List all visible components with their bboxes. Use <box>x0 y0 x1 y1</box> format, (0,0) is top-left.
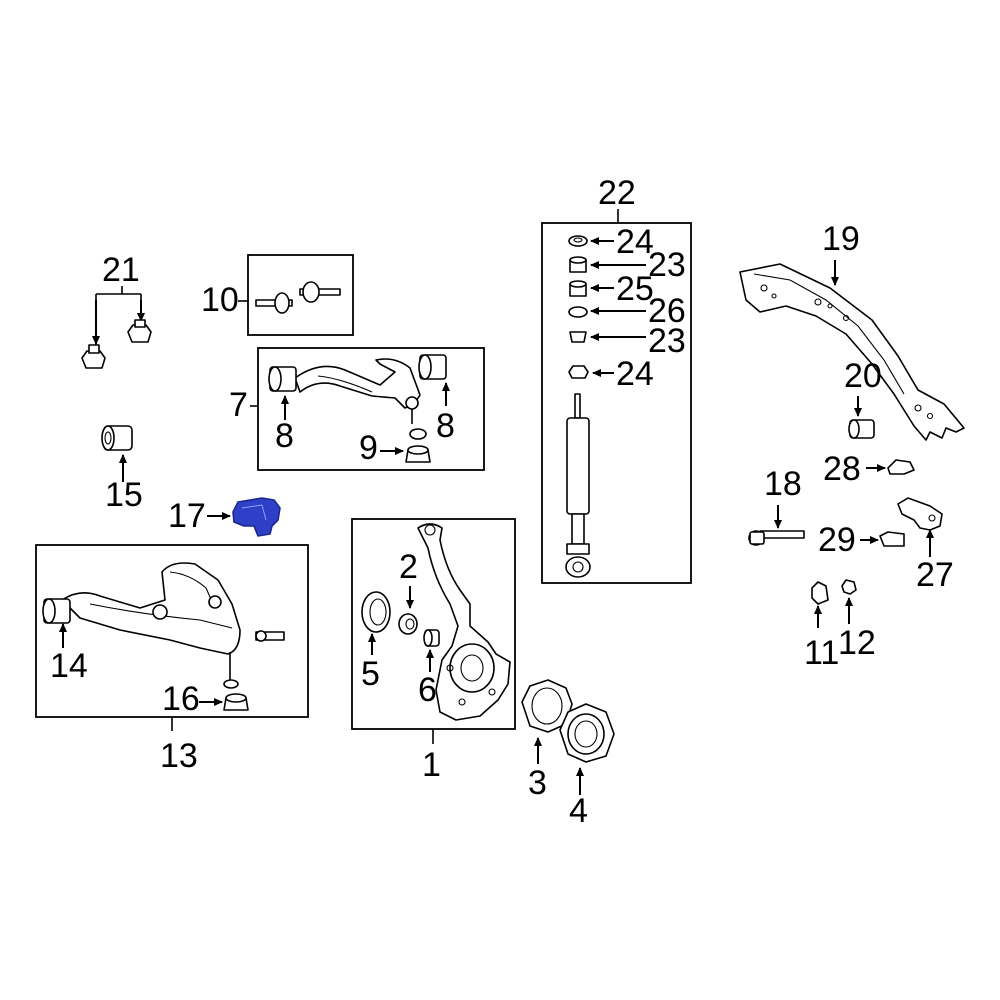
nut-icon[interactable] <box>811 581 829 605</box>
callout-21: 21 <box>102 251 140 289</box>
callout-24b: 24 <box>616 355 654 393</box>
frame-crossmember-icon[interactable] <box>739 263 965 441</box>
part-17-group: 17 <box>168 497 281 537</box>
part-27-group: 27 <box>897 497 954 594</box>
seal-icon[interactable] <box>361 591 391 633</box>
part-10-group: 10 <box>201 254 354 336</box>
part-13-group: 14 16 13 <box>35 544 309 775</box>
ball-joint-boot-icon[interactable] <box>223 693 249 711</box>
callout-14: 14 <box>50 647 88 685</box>
callout-1: 1 <box>422 746 441 784</box>
gasket-icon[interactable] <box>521 679 573 733</box>
callout-12: 12 <box>838 624 876 662</box>
part-18-group: 18 <box>748 465 805 546</box>
bushing-icon[interactable] <box>423 629 440 647</box>
dust-shield-icon[interactable] <box>559 703 615 763</box>
lower-control-arm-icon[interactable] <box>61 562 285 689</box>
shock-absorber-icon[interactable] <box>565 393 591 578</box>
callout-28: 28 <box>823 450 861 488</box>
nut-icon[interactable] <box>127 319 152 343</box>
callout-3: 3 <box>528 764 547 802</box>
callout-29: 29 <box>818 521 856 559</box>
callout-4: 4 <box>569 792 588 830</box>
part-20-group: 20 <box>844 357 882 439</box>
callout-27: 27 <box>916 556 954 594</box>
callout-16: 16 <box>162 680 200 718</box>
callout-13: 13 <box>160 737 198 775</box>
part-28-group: 28 <box>823 450 915 488</box>
bushing-icon[interactable] <box>569 280 587 297</box>
bushing-icon[interactable] <box>268 366 297 392</box>
callout-20: 20 <box>844 357 882 395</box>
bushing-icon[interactable] <box>42 598 71 624</box>
part-11-group: 11 <box>804 581 839 672</box>
bushing-icon[interactable] <box>569 331 587 343</box>
bushing-icon[interactable] <box>101 425 133 451</box>
callout-23b: 23 <box>648 322 686 360</box>
highlighted-bracket-icon[interactable] <box>232 497 281 537</box>
part-3-group: 3 <box>521 679 573 802</box>
nut-icon[interactable] <box>81 344 106 369</box>
callout-24a: 24 <box>616 223 654 261</box>
callout-23a: 23 <box>648 246 686 284</box>
callout-17: 17 <box>168 497 206 535</box>
part-15-group: 15 <box>101 425 143 514</box>
callout-26: 26 <box>648 292 686 330</box>
bushing-icon[interactable] <box>848 419 875 439</box>
ball-joint-boot-icon[interactable] <box>405 428 431 463</box>
callout-5: 5 <box>361 655 380 693</box>
part-21-group: 21 <box>81 251 152 369</box>
part-12-group: 12 <box>838 579 876 662</box>
bushing-icon[interactable] <box>569 256 587 273</box>
callout-11: 11 <box>804 634 839 672</box>
cam-bolt-icon[interactable] <box>255 281 341 314</box>
callout-25: 25 <box>616 270 654 308</box>
callout-2: 2 <box>399 548 418 586</box>
callout-8a: 8 <box>275 417 294 455</box>
callout-19: 19 <box>822 220 860 258</box>
bolt-icon[interactable] <box>748 530 805 546</box>
callout-7: 7 <box>229 386 248 424</box>
clip-icon[interactable] <box>879 531 905 547</box>
part-29-group: 29 <box>818 521 905 559</box>
bushing-icon[interactable] <box>418 354 447 380</box>
nut-icon[interactable] <box>841 579 857 595</box>
part-1-group: 5 2 6 1 <box>351 518 516 784</box>
part-7-group: 7 8 8 9 <box>229 347 485 471</box>
callout-18: 18 <box>764 465 802 503</box>
upper-control-arm-icon[interactable] <box>294 358 421 424</box>
callout-9: 9 <box>359 429 378 467</box>
part-22-group: 22 24 23 25 26 23 <box>541 174 692 584</box>
callout-6: 6 <box>418 671 437 709</box>
bearing-icon[interactable] <box>398 613 418 635</box>
washer-icon[interactable] <box>568 235 588 247</box>
callout-10: 10 <box>201 281 239 319</box>
nut-icon[interactable] <box>568 365 589 379</box>
callout-22: 22 <box>598 174 636 212</box>
retainer-icon[interactable] <box>568 306 588 318</box>
part-19-group: 19 <box>739 220 965 441</box>
callout-8b: 8 <box>436 407 455 445</box>
bracket-icon[interactable] <box>897 497 943 531</box>
steering-knuckle-icon[interactable] <box>417 523 511 721</box>
part-4-group: 4 <box>559 703 615 830</box>
clip-icon[interactable] <box>887 459 915 475</box>
callout-15: 15 <box>105 476 143 514</box>
